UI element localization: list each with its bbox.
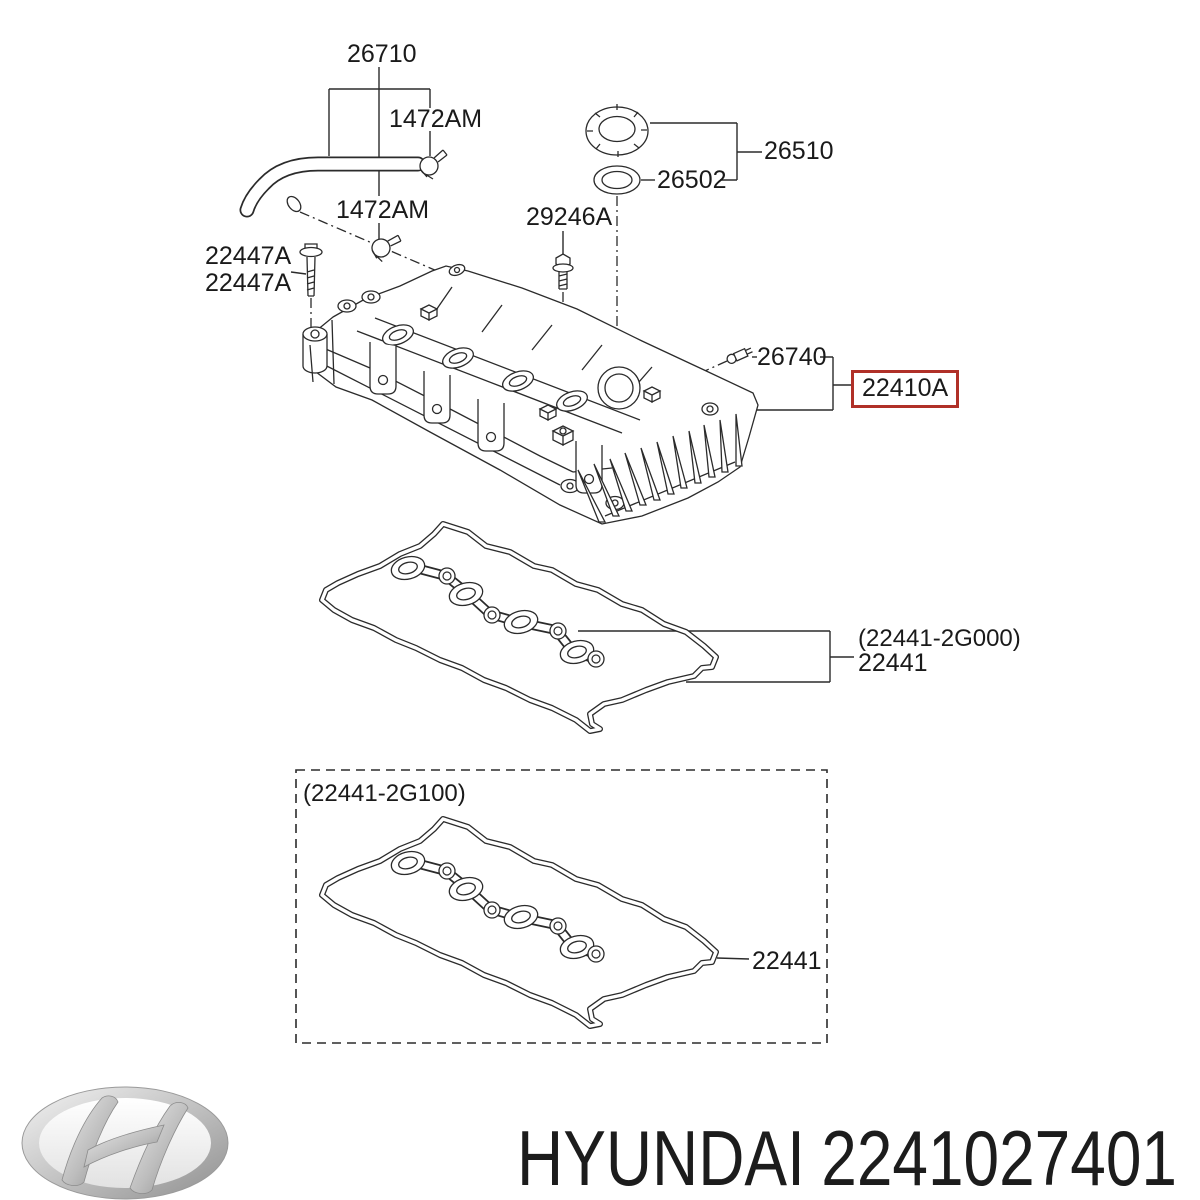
alternative-part-box xyxy=(295,769,828,1044)
oil-filler-cap-drawing xyxy=(585,104,649,157)
side-bolt-drawing xyxy=(299,243,323,297)
label-oil-cap: 26510 xyxy=(764,137,834,165)
label-valve-cover: 22410A xyxy=(862,374,949,402)
label-cap-gasket: 26502 xyxy=(657,166,727,194)
gasket-2G000-drawing xyxy=(322,524,716,731)
corner-bolt-boss xyxy=(302,326,328,374)
hyundai-logo xyxy=(21,1086,229,1200)
gasket-2G100-drawing xyxy=(322,819,716,1026)
label-cover-bolt: 29246A xyxy=(526,203,613,231)
label-hose: 26710 xyxy=(347,40,417,68)
hose-end-ring xyxy=(286,195,302,213)
cover-bolt-drawing xyxy=(552,253,574,290)
cover-fins xyxy=(577,413,743,523)
breather-hose-drawing xyxy=(239,156,426,218)
label-pcv-valve: 26740 xyxy=(757,343,827,371)
pcv-valve-drawing xyxy=(726,347,753,364)
label-gasket-a-code: (22441-2G000) xyxy=(858,625,1021,652)
valve-cover-drawing xyxy=(302,263,759,525)
label-clamp-upper: 1472AM xyxy=(389,105,483,133)
mount-nuts xyxy=(419,304,662,447)
part-number: 2241027401 xyxy=(821,1114,1177,1200)
label-gasket-b: 22441 xyxy=(752,947,822,975)
label-clamp-lower: 1472AM xyxy=(336,196,430,224)
label-gasket-b-code: (22441-2G100) xyxy=(303,780,466,807)
filler-cap-gasket-drawing xyxy=(593,165,641,195)
label-side-bolt-2: 22447A xyxy=(205,269,292,297)
breather-port xyxy=(448,263,466,277)
highlighted-part-box: 22410A xyxy=(851,370,960,408)
oil-filler-neck xyxy=(597,366,641,410)
spark-tube-openings xyxy=(382,324,588,412)
label-gasket-a: 22441 xyxy=(858,649,928,677)
front-tabs xyxy=(369,342,603,494)
hose-clamp-upper-icon xyxy=(419,149,448,180)
hose-clamp-lower-icon xyxy=(371,234,402,263)
brand-name: HYUNDAI xyxy=(517,1114,805,1200)
label-side-bolt-1: 22447A xyxy=(205,242,292,270)
